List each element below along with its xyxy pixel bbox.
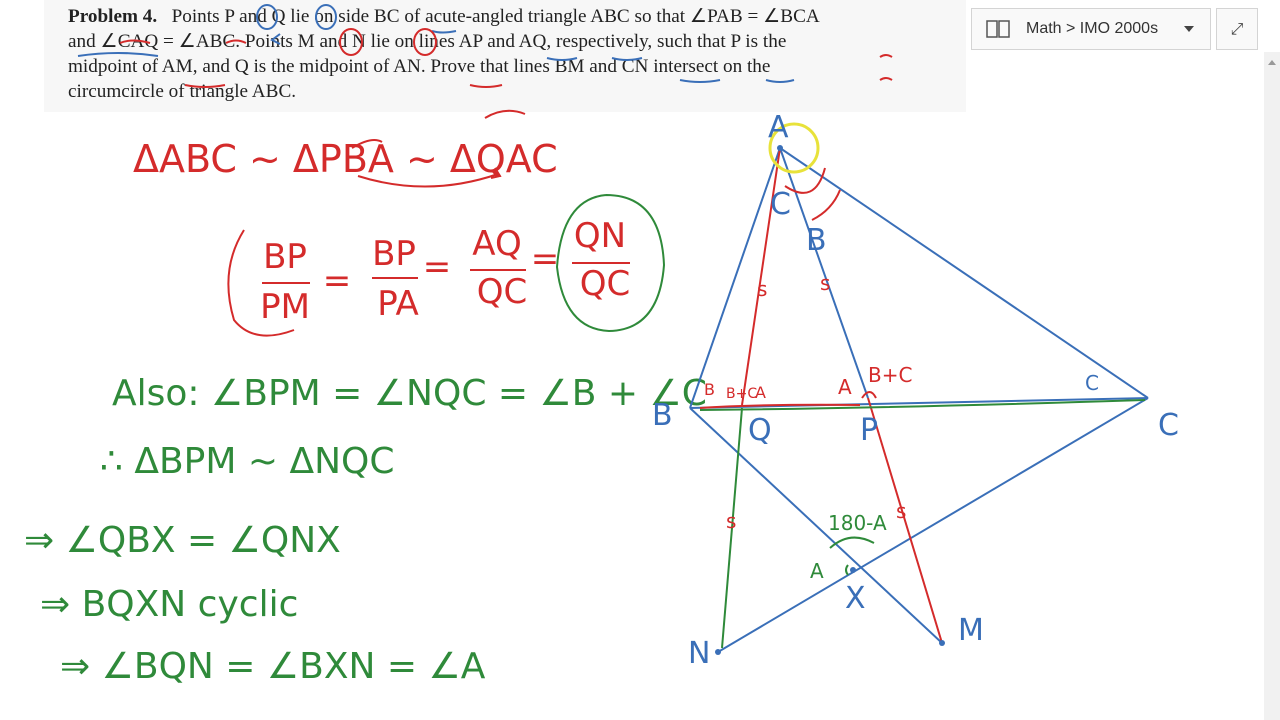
- similar-triangles-note: ΔABC ~ ΔPBA ~ ΔQAC: [133, 137, 558, 181]
- line-ab: [689, 147, 781, 409]
- label-x: X: [845, 581, 866, 616]
- scrollbar[interactable]: [1264, 52, 1280, 720]
- point-markers: [715, 145, 945, 655]
- equals-sign-3: =: [531, 239, 560, 279]
- length-s-qn: s: [726, 509, 736, 533]
- x-angle-labels: 180-A A: [810, 511, 887, 583]
- problem-panel: [44, 0, 966, 112]
- angle-b-at-b: B: [704, 380, 715, 399]
- angle-c-at-c: C: [1085, 371, 1099, 395]
- segment-labels: s s s B+C A B+C A B s: [704, 271, 912, 533]
- breadcrumb-label: Math > IMO 2000s: [1026, 20, 1159, 37]
- label-a: A: [768, 110, 789, 145]
- angle-180-a: 180-A: [828, 511, 887, 535]
- ratio-1-numerator: BP: [263, 237, 307, 277]
- angle-a-at-p: A: [838, 375, 852, 399]
- point-labels: A B C P Q M N X C B C: [652, 110, 1179, 671]
- problem-statement: Problem 4. Points P and Q lie on side BC…: [68, 4, 952, 104]
- angle-b-at-a: B: [806, 223, 827, 258]
- book-icon: [986, 20, 1010, 38]
- line-bc: [689, 397, 1149, 409]
- problem-line-1: Points P and Q lie on side BC of acute-a…: [171, 6, 820, 27]
- breadcrumb-dropdown[interactable]: Math > IMO 2000s: [971, 8, 1211, 50]
- ratio-equation: BP PM = BP PA = AQ QC = QN QC: [260, 216, 630, 327]
- angle-b-plus-c-at-q: B+C: [726, 386, 757, 402]
- problem-annotations-red: [119, 28, 893, 88]
- problem-line-3: midpoint of AM, and Q is the midpoint of…: [68, 56, 771, 77]
- green-circle-highlight: [555, 194, 666, 333]
- proof-steps: Also: ∠BPM = ∠NQC = ∠B + ∠C ∴ ΔBPM ~ ΔNQ…: [24, 373, 707, 687]
- triangle-figure: [689, 147, 1149, 653]
- ratio-3-denominator: QC: [477, 272, 528, 312]
- red-segments: [699, 147, 943, 644]
- problem-label: Problem 4.: [68, 6, 158, 27]
- ratio-2-denominator: PA: [377, 284, 419, 324]
- expand-icon: ⤢: [1230, 19, 1244, 38]
- scroll-up-icon[interactable]: [1268, 60, 1276, 65]
- ratio-4-numerator: QN: [574, 216, 626, 256]
- proof-implies-1: ⇒ ∠QBX = ∠QNX: [24, 520, 341, 561]
- line-ap: [779, 147, 869, 399]
- chevron-down-icon: [1184, 26, 1194, 32]
- line-cn: [717, 397, 1149, 653]
- cursor-highlight: [768, 122, 820, 174]
- proof-also: Also: ∠BPM = ∠NQC = ∠B + ∠C: [112, 373, 707, 414]
- proof-implies-3: ⇒ ∠BQN = ∠BXN = ∠A: [60, 646, 486, 687]
- angle-a-at-x: A: [810, 559, 824, 583]
- equals-sign-1: =: [323, 261, 352, 301]
- segment-qn: [721, 407, 743, 649]
- expand-button[interactable]: ⤢: [1216, 8, 1258, 50]
- problem-annotations: [77, 4, 795, 83]
- fraction-bars: [227, 229, 630, 337]
- angle-c-at-a: C: [770, 187, 791, 222]
- angle-b-plus-c-at-p: B+C: [868, 363, 912, 387]
- similar-statement: ΔABC ~ ΔPBA ~ ΔQAC: [133, 137, 558, 181]
- segment-aq: [741, 147, 781, 406]
- length-s-pm: s: [896, 499, 906, 523]
- line-bm: [689, 407, 943, 644]
- ratio-2-numerator: BP: [372, 234, 416, 274]
- ratio-1-denominator: PM: [260, 287, 310, 327]
- ratio-4-denominator: QC: [580, 264, 631, 304]
- proof-therefore: ∴ ΔBPM ~ ΔNQC: [100, 441, 395, 482]
- problem-line-4: circumcircle of triangle ABC.: [68, 81, 297, 102]
- ratio-3-numerator: AQ: [472, 224, 521, 264]
- equals-sign-2: =: [423, 247, 452, 287]
- angle-a-at-q: A: [755, 383, 766, 402]
- length-s-ap: s: [820, 271, 830, 295]
- green-segments: [699, 399, 1146, 649]
- label-c: C: [1158, 408, 1179, 443]
- length-s-aq: s: [757, 277, 767, 301]
- problem-line-2: and ∠CAQ = ∠ABC. Points M and N lie on l…: [68, 31, 787, 52]
- label-b: B: [652, 398, 673, 433]
- line-ac: [779, 147, 1149, 399]
- label-n: N: [688, 636, 710, 671]
- proof-implies-2: ⇒ BQXN cyclic: [40, 584, 298, 625]
- label-p: P: [860, 413, 878, 448]
- segment-pm: [867, 397, 943, 644]
- label-q: Q: [748, 413, 772, 448]
- label-m: M: [958, 613, 984, 648]
- similar-arrows: [351, 109, 526, 188]
